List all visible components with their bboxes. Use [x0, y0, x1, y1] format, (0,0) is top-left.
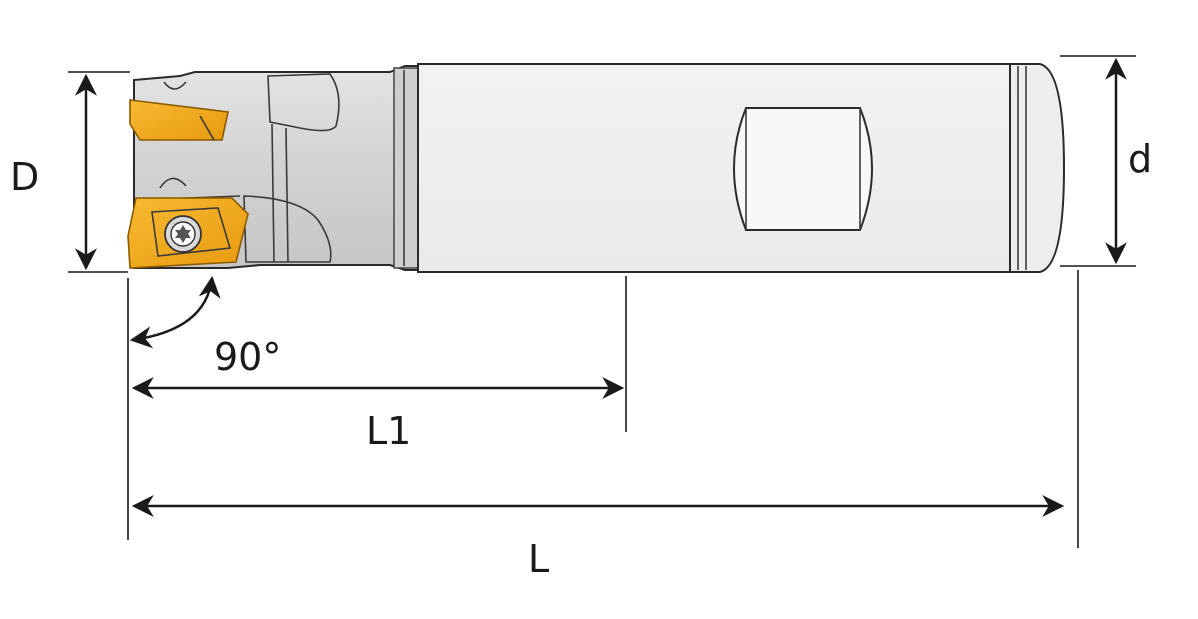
chip-pocket-upper [267, 73, 340, 132]
label-length-L: L [528, 537, 549, 581]
label-diameter-D: D [10, 155, 39, 199]
shank [417, 63, 1011, 273]
angle-arc-90 [129, 275, 221, 349]
cutting-insert-upper [129, 99, 229, 141]
milling-tool [127, 63, 1066, 273]
label-length-L1: L1 [366, 409, 411, 453]
chip-pocket-lower [243, 195, 332, 263]
label-angle-90: 90° [214, 335, 281, 379]
dimension-lines [68, 55, 1136, 548]
torx-icon [175, 225, 191, 243]
label-shank-diameter-d: d [1128, 137, 1152, 181]
neck-ring [393, 67, 419, 269]
weldon-flat [733, 107, 873, 231]
shank-end [1009, 63, 1066, 273]
